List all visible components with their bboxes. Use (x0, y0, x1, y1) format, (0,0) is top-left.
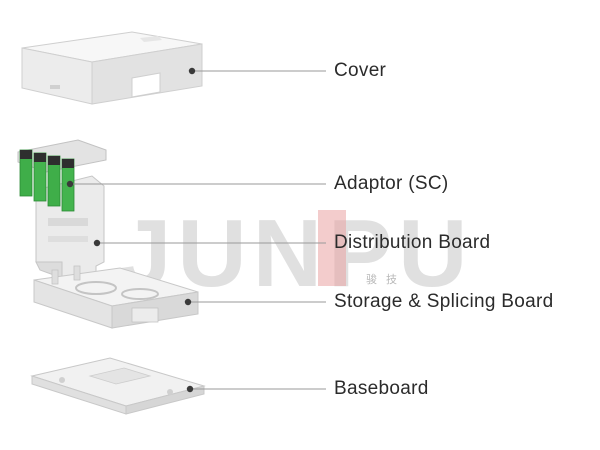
baseboard-marker-dot (186, 385, 194, 393)
adaptor-sc-label: Adaptor (SC) (334, 173, 449, 194)
distribution-board-marker-dot (93, 239, 101, 247)
cover-marker-dot (188, 67, 196, 75)
leader-lines (70, 70, 326, 390)
adaptor-marker-dot (66, 180, 74, 188)
distribution-board-label: Distribution Board (334, 232, 491, 253)
leader-dots (66, 67, 196, 393)
storage-splicing-board-part (33, 265, 199, 329)
cover-label: Cover (334, 60, 387, 81)
baseboard-label: Baseboard (334, 378, 429, 399)
adaptor-sc-part (17, 139, 107, 212)
baseboard-part (30, 357, 206, 415)
storage-splicing-marker-dot (184, 298, 192, 306)
storage-splicing-board-label: Storage & Splicing Board (334, 291, 554, 312)
cover-part (21, 31, 203, 105)
watermark-sub-glyphs: 骏 技 (366, 274, 401, 286)
